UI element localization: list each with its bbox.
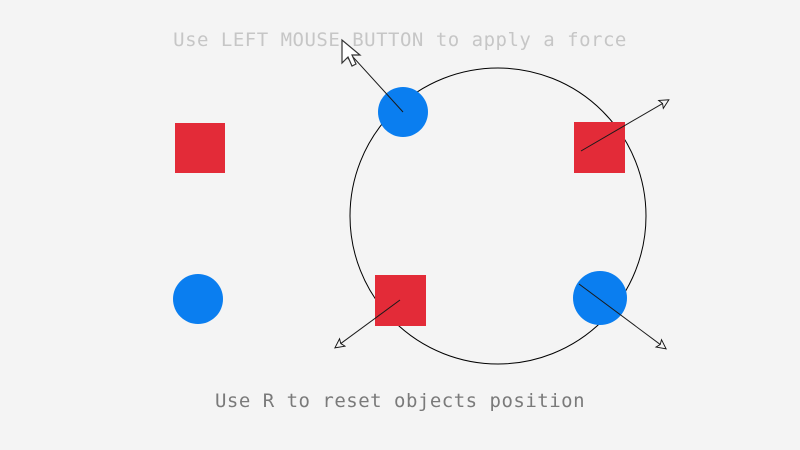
constraint-ring-outline <box>349 67 647 365</box>
mouse-cursor-icon <box>341 38 362 67</box>
body-circle-bottom-right[interactable] <box>573 271 627 325</box>
body-circle-static-left[interactable] <box>173 274 223 324</box>
force-arrow-square-top-right <box>580 100 668 152</box>
hint-text-apply-force: Use LEFT MOUSE BUTTON to apply a force <box>173 29 627 51</box>
force-arrow-circle-top-left <box>346 49 404 113</box>
body-square-bottom-center[interactable] <box>375 275 426 326</box>
force-arrow-circle-bottom-right <box>578 283 665 348</box>
force-arrow-square-bottom-center <box>336 299 401 347</box>
body-square-static-left[interactable] <box>175 123 225 173</box>
hint-text-reset-objects: Use R to reset objects position <box>214 390 586 412</box>
